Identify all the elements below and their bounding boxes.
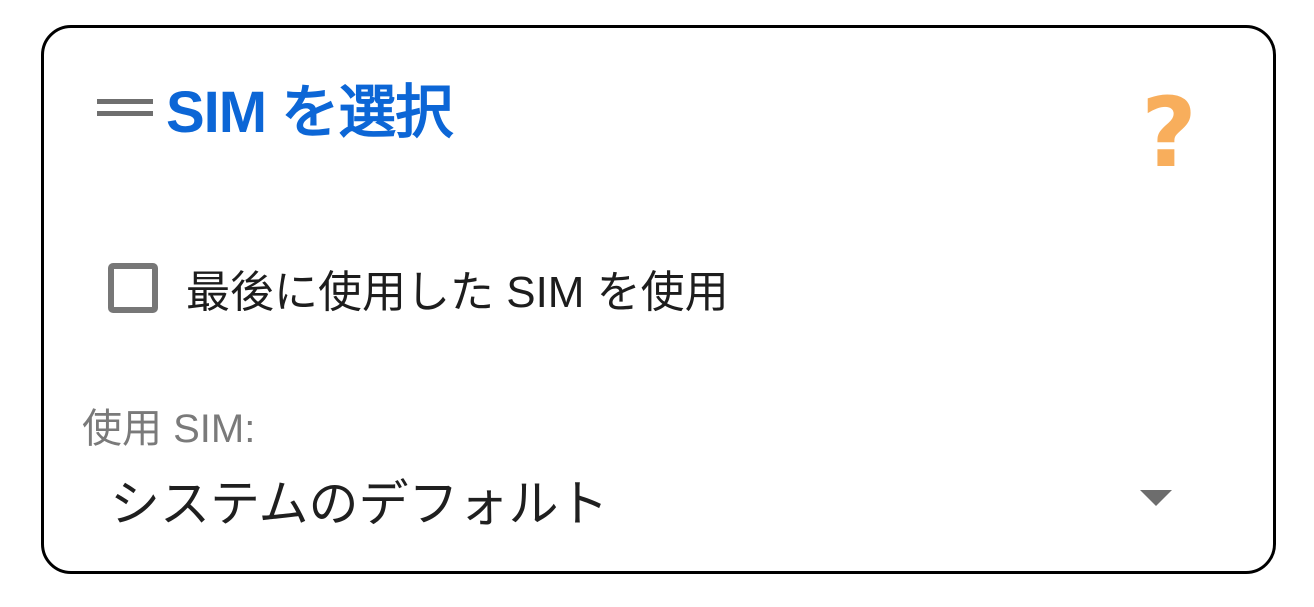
dialog-title: SIM を選択 <box>166 80 453 145</box>
sim-dropdown[interactable]: システムのデフォルト <box>82 458 1182 532</box>
select-sim-dialog: SIM を選択 ? 最後に使用した SIM を使用 使用 SIM: システムのデ… <box>41 25 1276 574</box>
use-last-sim-checkbox[interactable] <box>108 263 158 313</box>
sim-dropdown-value: システムのデフォルト <box>110 476 609 532</box>
sim-select-label: 使用 SIM: <box>82 407 256 451</box>
question-mark-icon[interactable]: ? <box>1141 77 1197 189</box>
use-last-sim-label: 最後に使用した SIM を使用 <box>186 268 729 317</box>
dropdown-arrow-icon[interactable] <box>1140 490 1172 506</box>
use-last-sim-option[interactable]: 最後に使用した SIM を使用 <box>104 253 729 323</box>
drag-handle-icon[interactable] <box>97 99 153 117</box>
